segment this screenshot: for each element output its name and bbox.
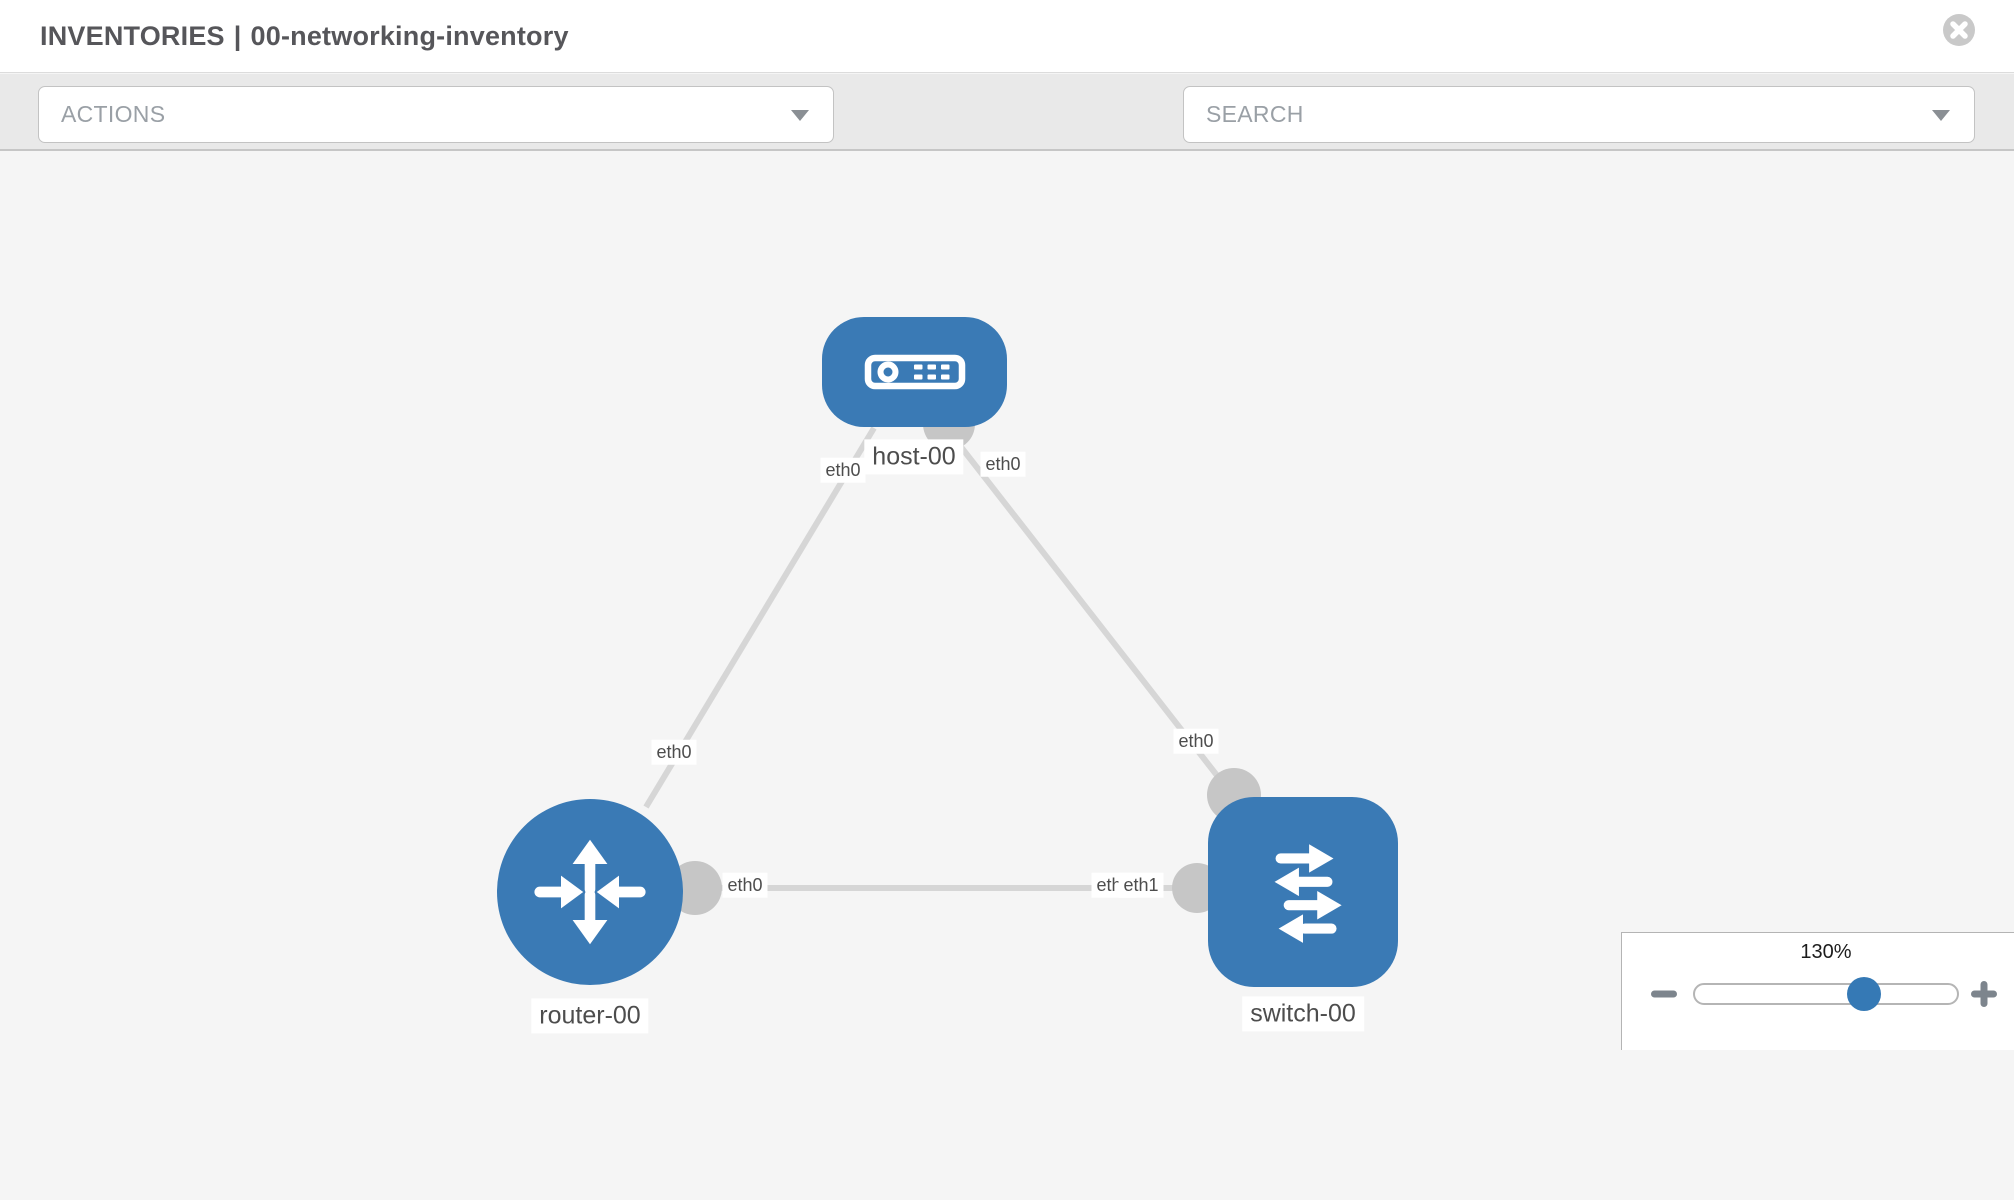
router-arrows-icon: [534, 839, 646, 945]
interface-label: eth0: [651, 739, 697, 765]
chevron-down-icon: [791, 109, 809, 121]
node-label-router: router-00: [531, 998, 649, 1034]
zoom-level-label: 130%: [1800, 941, 1852, 963]
node-label-host: host-00: [864, 439, 964, 475]
zoom-in-button[interactable]: [1968, 978, 2000, 1010]
interface-label: eth0: [820, 457, 866, 483]
minus-icon: [1651, 990, 1677, 998]
toolbar: ACTIONS SEARCH: [0, 74, 2014, 210]
topology-canvas[interactable]: host-00 router-00 switch-00 eth0 eth0 et…: [0, 151, 2014, 1200]
header: INVENTORIES | 00-networking-inventory: [0, 0, 2014, 73]
interface-label: eth1: [1118, 872, 1164, 898]
actions-dropdown-label: ACTIONS: [61, 101, 166, 127]
plus-icon: [1971, 981, 1997, 1007]
search-dropdown-label: SEARCH: [1206, 101, 1304, 127]
close-button[interactable]: [1942, 13, 1976, 47]
breadcrumb-separator: |: [233, 20, 242, 51]
node-router-00[interactable]: [497, 799, 683, 985]
interface-label: eth0: [980, 451, 1026, 477]
search-dropdown[interactable]: SEARCH: [1183, 86, 1975, 143]
zoom-out-button[interactable]: [1648, 978, 1680, 1010]
server-icon: [864, 354, 965, 390]
inventory-name: 00-networking-inventory: [250, 20, 569, 51]
zoom-slider-thumb[interactable]: [1847, 977, 1881, 1011]
interface-label: eth0: [722, 872, 768, 898]
close-icon: [1943, 14, 1975, 46]
zoom-control-panel: 130%: [1621, 932, 2014, 1050]
node-switch-00[interactable]: [1208, 797, 1398, 987]
node-label-switch: switch-00: [1242, 996, 1364, 1032]
interface-label: eth0: [1173, 728, 1219, 754]
chevron-down-icon: [1932, 109, 1950, 121]
actions-dropdown[interactable]: ACTIONS: [38, 86, 834, 143]
breadcrumb-section: INVENTORIES: [40, 20, 225, 51]
node-host-00[interactable]: [822, 317, 1007, 427]
switch-arrows-icon: [1274, 844, 1342, 943]
zoom-slider-track[interactable]: [1693, 983, 1959, 1005]
page-title: INVENTORIES | 00-networking-inventory: [40, 21, 569, 52]
